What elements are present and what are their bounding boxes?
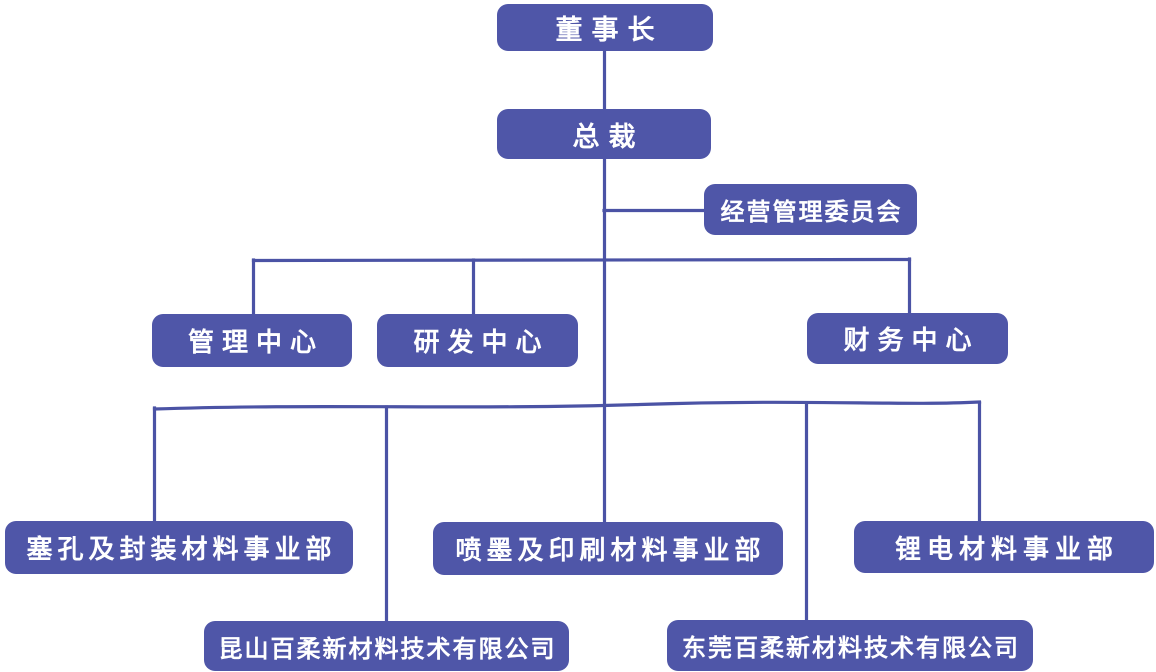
- rail-centers: [251, 257, 912, 263]
- node-rd-center: 研发中心: [377, 314, 578, 367]
- node-inkjet-printing-division: 喷墨及印刷材料事业部: [433, 522, 783, 575]
- node-management-committee: 经营管理委员会: [704, 184, 917, 235]
- node-chairman: 董事长: [497, 4, 713, 51]
- node-management-center: 管理中心: [152, 314, 352, 367]
- node-plugging-packaging-division: 塞孔及封装材料事业部: [5, 521, 353, 574]
- node-lithium-battery-division: 锂电材料事业部: [854, 521, 1154, 573]
- node-president: 总裁: [497, 109, 711, 159]
- node-kunshan-subsidiary: 昆山百柔新材料技术有限公司: [204, 621, 569, 671]
- node-dongguan-subsidiary: 东莞百柔新材料技术有限公司: [667, 620, 1033, 671]
- rail-divisions: [152, 400, 982, 411]
- node-finance-center: 财务中心: [807, 313, 1008, 364]
